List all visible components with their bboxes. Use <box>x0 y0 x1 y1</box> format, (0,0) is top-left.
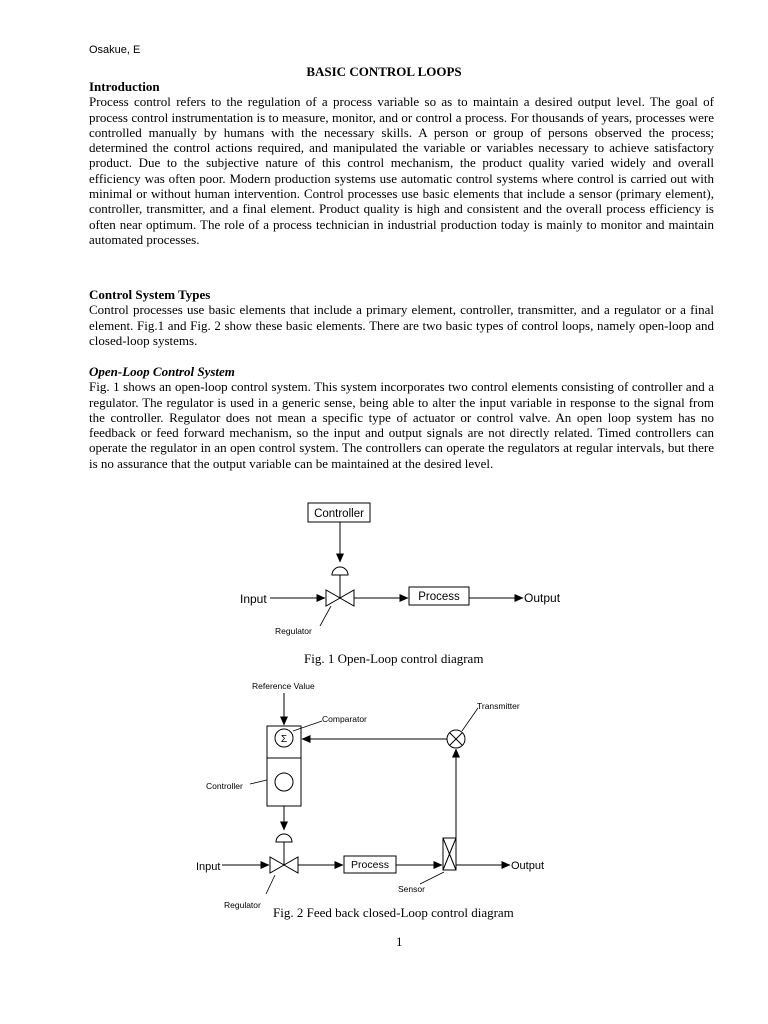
fig1-process-label: Process <box>418 591 460 603</box>
fig2-reference-value-label: Reference Value <box>252 681 315 691</box>
control-system-types-paragraph: Control processes use basic elements tha… <box>89 302 714 348</box>
fig2-output-label: Output <box>511 860 544 872</box>
fig1-regulator-leader <box>319 605 332 627</box>
fig1-input-label: Input <box>240 592 267 606</box>
document-title: BASIC CONTROL LOOPS <box>306 64 462 79</box>
fig2-comparator-icon <box>274 728 294 748</box>
fig2-transmitter-label: Transmitter <box>477 701 520 711</box>
author-header: Osakue, E <box>89 44 141 56</box>
fig1-controller-label: Controller <box>314 508 364 520</box>
fig2-sensor-label: Sensor <box>398 884 425 894</box>
fig1-actuator-icon <box>331 566 349 576</box>
fig2-controller-leader <box>249 779 268 785</box>
fig2-input-label: Input <box>196 861 220 873</box>
fig2-controller-label: Controller <box>206 781 243 791</box>
control-system-types-heading: Control System Types <box>89 287 211 302</box>
fig2-regulator-leader <box>265 874 276 895</box>
fig2-comparator-leader <box>292 720 323 732</box>
fig1-process-box <box>408 586 470 606</box>
open-loop-section: Open-Loop Control System Fig. 1 shows an… <box>89 364 714 471</box>
control-system-types-section: Control System Types Control processes u… <box>89 287 714 348</box>
page-number: 1 <box>396 934 403 949</box>
fig2-regulator-label: Regulator <box>224 900 261 910</box>
open-loop-heading: Open-Loop Control System <box>89 364 235 379</box>
fig2-transmitter-leader <box>461 707 479 732</box>
fig2-comparator-label: Comparator <box>322 714 367 724</box>
open-loop-paragraph: Fig. 1 shows an open-loop control system… <box>89 379 714 471</box>
fig2-actuator-icon <box>275 833 293 843</box>
fig1-regulator-label: Regulator <box>275 626 312 636</box>
svg-text:Σ: Σ <box>281 734 287 745</box>
introduction-paragraph: Process control refers to the regulation… <box>89 94 714 247</box>
introduction-heading: Introduction <box>89 79 160 94</box>
fig1-caption: Fig. 1 Open-Loop control diagram <box>304 651 484 666</box>
fig2-sensor-leader <box>419 871 445 885</box>
fig1-output-label: Output <box>524 591 561 605</box>
fig1-open-loop-diagram: Controller Input Process Output Regulato… <box>240 502 561 636</box>
fig2-process-label: Process <box>351 859 389 871</box>
fig2-closed-loop-diagram: Reference Value Σ Comparator Controller … <box>196 681 544 910</box>
fig2-controller-circle-icon <box>274 772 294 792</box>
introduction-section: Introduction Process control refers to t… <box>89 79 714 247</box>
fig1-controller-box <box>307 502 371 523</box>
fig2-caption: Fig. 2 Feed back closed-Loop control dia… <box>273 905 514 920</box>
